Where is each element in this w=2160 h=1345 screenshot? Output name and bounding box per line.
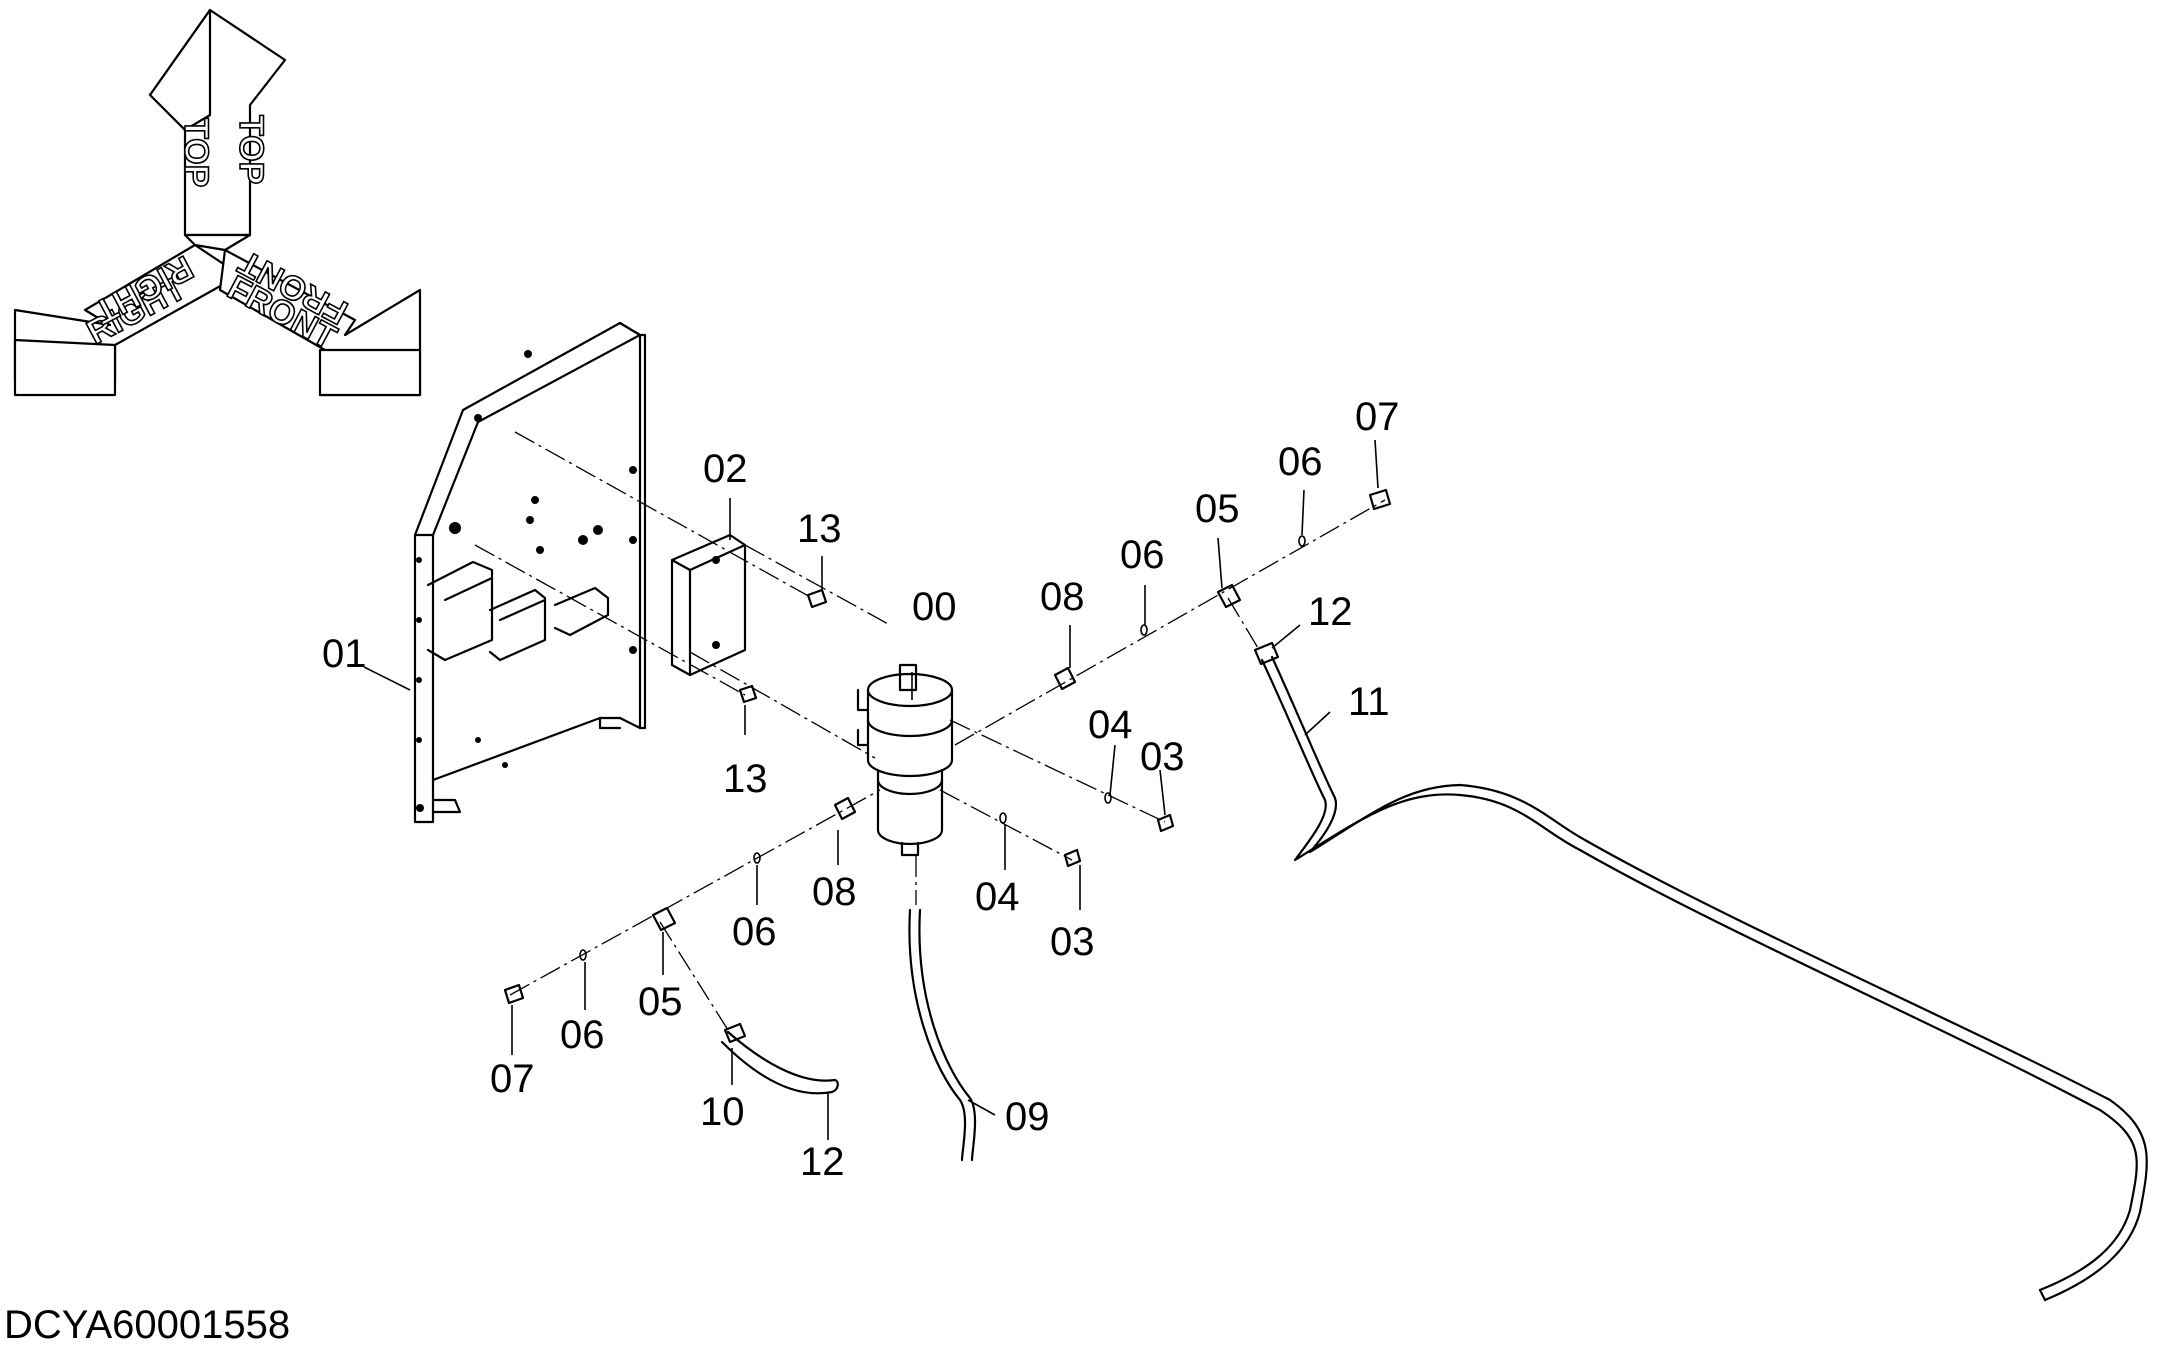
- callout-06-c: 06: [732, 910, 777, 954]
- callout-01: 01: [322, 632, 367, 676]
- callout-04-lower: 04: [975, 875, 1020, 919]
- callout-06-d: 06: [560, 1013, 605, 1057]
- assembly-centerlines: [474, 431, 1386, 1031]
- callout-06-b: 06: [1278, 440, 1323, 484]
- hoses: [720, 655, 2148, 1302]
- callout-08-lower: 08: [812, 870, 857, 914]
- orientation-label-top: TOP: [177, 118, 215, 187]
- callout-12-lower: 12: [800, 1140, 845, 1184]
- callout-05-lower: 05: [638, 980, 683, 1024]
- filter-bracket-part: [670, 533, 747, 677]
- callout-06-a: 06: [1120, 533, 1165, 577]
- callout-07-upper: 07: [1355, 395, 1400, 439]
- orientation-arrows: TOP TOP RIGHT RIGHT FRONT FRONT: [13, 8, 422, 397]
- callout-11: 11: [1348, 680, 1390, 724]
- callout-13-lower: 13: [723, 757, 768, 801]
- orientation-label-top-2: TOP: [232, 115, 270, 184]
- callout-leaders: [363, 439, 1379, 1140]
- callout-05-upper: 05: [1195, 487, 1240, 531]
- callout-10: 10: [700, 1090, 745, 1134]
- callout-12-upper: 12: [1308, 590, 1353, 634]
- callout-02: 02: [703, 447, 748, 491]
- callout-03-upper: 03: [1140, 735, 1185, 779]
- callout-04-upper: 04: [1088, 703, 1133, 747]
- callout-labels: 00 01 02 03 03 04 04 05 05 06 06 06 06 0…: [322, 395, 1400, 1184]
- document-id: DCYA60001558: [4, 1303, 290, 1345]
- callout-08-upper: 08: [1040, 575, 1085, 619]
- callout-07-lower: 07: [490, 1057, 535, 1101]
- mounting-plate-part: [413, 321, 647, 824]
- callout-00: 00: [912, 585, 957, 629]
- callout-13-upper: 13: [797, 507, 842, 551]
- callout-03-lower: 03: [1050, 920, 1095, 964]
- fuel-filter-assembly: [856, 663, 954, 857]
- callout-09: 09: [1005, 1095, 1050, 1139]
- small-hardware: [503, 488, 1392, 1044]
